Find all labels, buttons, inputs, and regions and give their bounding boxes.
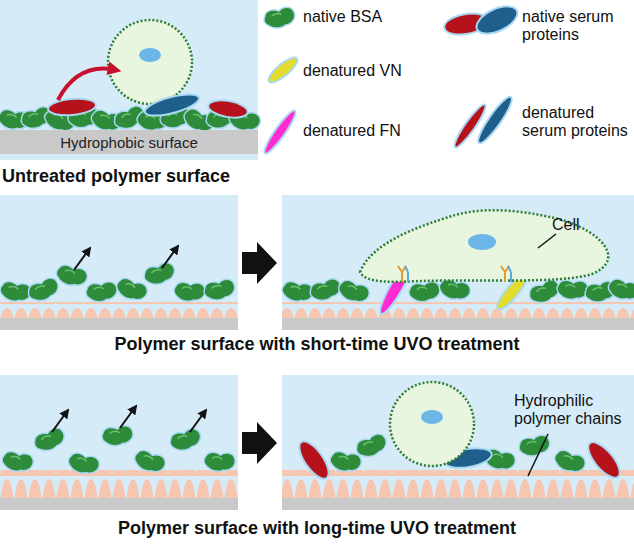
panel-title: Polymer surface with long-time UVO treat…: [0, 518, 634, 539]
legend-text: denatured VN: [303, 62, 402, 79]
bsa-protein: [607, 278, 634, 303]
bsa-protein: [438, 278, 471, 303]
bsa-row: [1, 426, 235, 476]
legend-entry: denatured VN: [303, 62, 453, 80]
movement-arrow: [190, 410, 206, 432]
legend-sample: [263, 7, 295, 29]
bsa-protein: [143, 262, 176, 287]
polymer-chains: [282, 470, 634, 498]
legend-entry: native serum proteins: [522, 8, 630, 45]
cell: [390, 382, 474, 466]
panel-background: [0, 0, 258, 160]
bsa-protein: [0, 281, 32, 303]
polymer-chains: [0, 470, 238, 498]
bsa-row: [0, 262, 236, 304]
legend-entry: native BSA: [303, 8, 453, 26]
annotation-label: Cell: [552, 216, 612, 234]
bsa-protein: [86, 282, 117, 302]
legend-sample: [265, 54, 300, 86]
bsa-protein: [133, 449, 167, 476]
bsa-protein: [27, 277, 61, 304]
legend-sample: [472, 1, 521, 40]
integrin: [405, 266, 408, 282]
substrate: [0, 498, 238, 510]
curved-arrow: [58, 69, 116, 100]
serum-protein: [143, 90, 201, 120]
serum-protein: [583, 437, 625, 482]
bsa-protein: [329, 451, 361, 473]
bsa-protein: [528, 279, 562, 306]
bsa-protein: [102, 426, 133, 446]
nucleus: [468, 234, 496, 250]
bsa-protein: [337, 279, 371, 306]
panel-title: Polymer surface with short-time UVO trea…: [0, 334, 634, 355]
integrin: [398, 266, 406, 282]
bsa-protein: [115, 277, 149, 304]
bsa-protein: [309, 278, 342, 303]
annotation-label: Hydrophilic polymer chains: [514, 392, 632, 429]
nucleus: [139, 48, 161, 62]
block-arrow: [242, 422, 277, 464]
substrate: [0, 318, 238, 330]
legend-text: native serum proteins: [522, 8, 614, 43]
legend-sample: [474, 94, 516, 147]
bsa-protein: [355, 433, 389, 460]
legend-text: native BSA: [303, 8, 382, 25]
movement-arrow: [120, 406, 136, 428]
cell: [108, 20, 192, 104]
movement-arrow: [162, 246, 178, 268]
substrate-band: Hydrophobic surface: [0, 130, 258, 154]
bsa-protein: [67, 452, 100, 477]
bsa-protein: [409, 282, 440, 302]
leader-line: [538, 234, 556, 248]
leader-line: [528, 434, 548, 476]
panel-background: [282, 375, 634, 510]
integrin: [501, 266, 509, 282]
bsa-protein: [557, 280, 588, 300]
movement-arrow: [52, 410, 68, 432]
panel-background: [0, 195, 238, 330]
legend-entry: denatured FN: [303, 122, 453, 140]
substrate: [282, 318, 634, 330]
bsa-protein: [1, 451, 33, 473]
bsa-protein: [55, 264, 88, 289]
panel-title: Untreated polymer surface: [2, 166, 302, 187]
bsa-protein: [174, 282, 205, 302]
movement-arrow: [74, 248, 90, 270]
serum-protein: [207, 98, 249, 121]
bsa-protein: [281, 281, 313, 303]
panel-background: [0, 375, 238, 510]
panel-background: [282, 195, 634, 330]
bsa-protein: [169, 428, 202, 453]
serum-protein: [294, 437, 334, 483]
nucleus: [421, 410, 443, 424]
bsa-protein: [33, 427, 67, 454]
legend-entry: denatured serum proteins: [522, 104, 630, 141]
bsa-protein: [553, 449, 587, 476]
polymer-bumps: [282, 302, 634, 318]
block-arrow: [242, 242, 277, 284]
node-label: Hydrophobic surface: [60, 134, 198, 151]
substrate: [282, 498, 634, 510]
integrin: [508, 266, 511, 282]
bsa-protein: [203, 279, 235, 301]
bsa-protein: [204, 452, 235, 472]
legend-text: denatured FN: [303, 122, 401, 139]
polymer-bumps: [0, 302, 238, 318]
legend-sample: [261, 108, 299, 156]
legend-text: denatured serum proteins: [522, 104, 628, 139]
bsa-row: [281, 278, 634, 306]
serum-protein: [47, 97, 96, 117]
